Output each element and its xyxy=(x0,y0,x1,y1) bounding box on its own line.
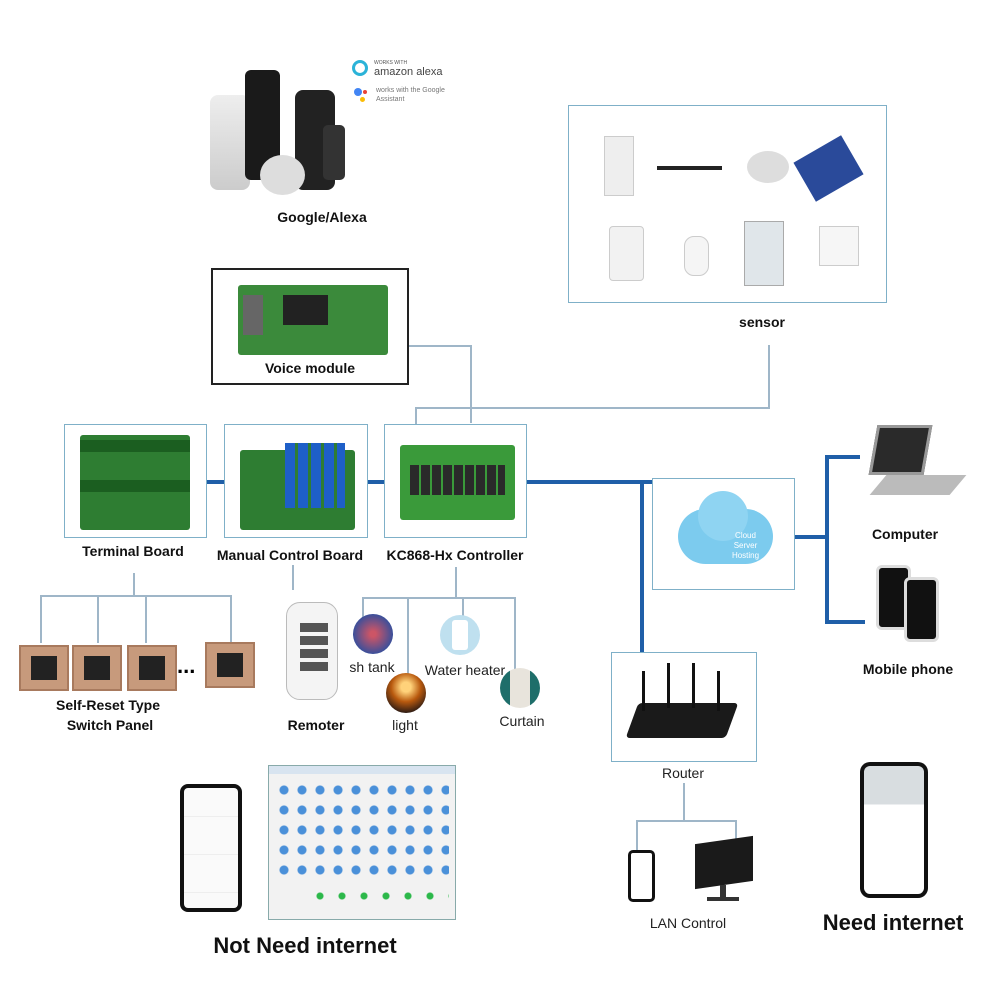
connector-line xyxy=(768,345,770,407)
curtain-icon xyxy=(500,668,540,708)
google-assistant-logo: works with the Google Assistant xyxy=(352,86,447,106)
network-line xyxy=(825,620,865,624)
manual-control-board-box xyxy=(224,424,368,538)
smart-speakers-image xyxy=(205,65,350,200)
switch-panel xyxy=(205,642,255,688)
android-app-screenshot xyxy=(180,784,242,912)
connector-line xyxy=(683,783,685,820)
connector-line xyxy=(514,597,516,669)
switch-panel xyxy=(127,645,177,691)
network-line xyxy=(795,535,827,539)
network-line xyxy=(825,455,829,624)
alexa-logo: WORKS WITH amazon alexa xyxy=(352,60,447,80)
cloud-text: Cloud Server Hosting xyxy=(731,531,760,560)
connector-line xyxy=(636,820,638,850)
iphone-app-screenshot xyxy=(860,762,928,898)
router-box xyxy=(611,652,757,762)
connector-line xyxy=(133,573,135,595)
lan-control-label: LAN Control xyxy=(649,915,727,931)
lan-phone-image xyxy=(628,850,655,902)
light-icon xyxy=(386,673,426,713)
switch-panel-label-2: Switch Panel xyxy=(66,717,154,733)
connector-line xyxy=(455,567,457,597)
kc868-controller-label: KC868-Hx Controller xyxy=(386,547,524,563)
network-line xyxy=(207,480,224,484)
water-heater-icon xyxy=(440,615,480,655)
cloud-server-box: Cloud Server Hosting xyxy=(652,478,795,590)
voice-module-box xyxy=(211,268,409,385)
remote-control-image xyxy=(286,602,338,700)
connector-line xyxy=(362,597,364,619)
connector-line xyxy=(409,345,471,347)
not-need-internet-caption: Not Need internet xyxy=(213,933,397,958)
manual-control-board-label: Manual Control Board xyxy=(216,547,364,563)
kc868-controller-box xyxy=(384,424,527,538)
laptop-image xyxy=(868,425,967,505)
connector-line xyxy=(97,595,99,643)
connector-line xyxy=(470,345,472,423)
voice-module-label: Voice module xyxy=(265,360,355,376)
mobile-phone-label: Mobile phone xyxy=(862,661,954,677)
terminal-board-box xyxy=(64,424,207,538)
connector-line xyxy=(40,595,42,643)
connector-line xyxy=(415,407,417,424)
connector-line xyxy=(407,597,409,675)
appliance-label-curtain: Curtain xyxy=(499,713,545,729)
remoter-label: Remoter xyxy=(287,717,345,733)
appliance-label-water-heater: Water heater xyxy=(424,662,506,678)
appliance-label-light: light xyxy=(392,717,418,733)
network-line xyxy=(527,480,652,484)
windows-app-screenshot xyxy=(268,765,456,920)
connector-line xyxy=(145,595,147,643)
sensor-label: sensor xyxy=(739,314,785,330)
google-alexa-label: Google/Alexa xyxy=(277,209,367,225)
switch-panel xyxy=(19,645,69,691)
appliance-label-fish-tank: sh tank xyxy=(349,659,395,675)
ellipsis: ... xyxy=(177,653,196,678)
switch-panel-label-1: Self-Reset Type xyxy=(56,697,160,713)
terminal-board-label: Terminal Board xyxy=(82,543,184,559)
connector-line xyxy=(636,820,736,822)
switch-panel xyxy=(72,645,122,691)
network-line xyxy=(825,455,860,459)
mobile-phones-image xyxy=(876,565,946,643)
connector-line xyxy=(735,820,737,840)
connector-line xyxy=(415,407,770,409)
lan-monitor-image xyxy=(695,835,753,905)
network-line xyxy=(368,480,384,484)
computer-label: Computer xyxy=(871,526,939,542)
router-label: Router xyxy=(661,765,705,781)
connector-line xyxy=(230,595,232,643)
network-line xyxy=(640,480,644,652)
connector-line xyxy=(462,597,464,619)
sensor-box xyxy=(568,105,887,303)
connector-line xyxy=(362,597,515,599)
fish-tank-icon xyxy=(353,614,393,654)
connector-line xyxy=(292,565,294,590)
connector-line xyxy=(40,595,231,597)
need-internet-caption: Need internet xyxy=(822,910,964,935)
